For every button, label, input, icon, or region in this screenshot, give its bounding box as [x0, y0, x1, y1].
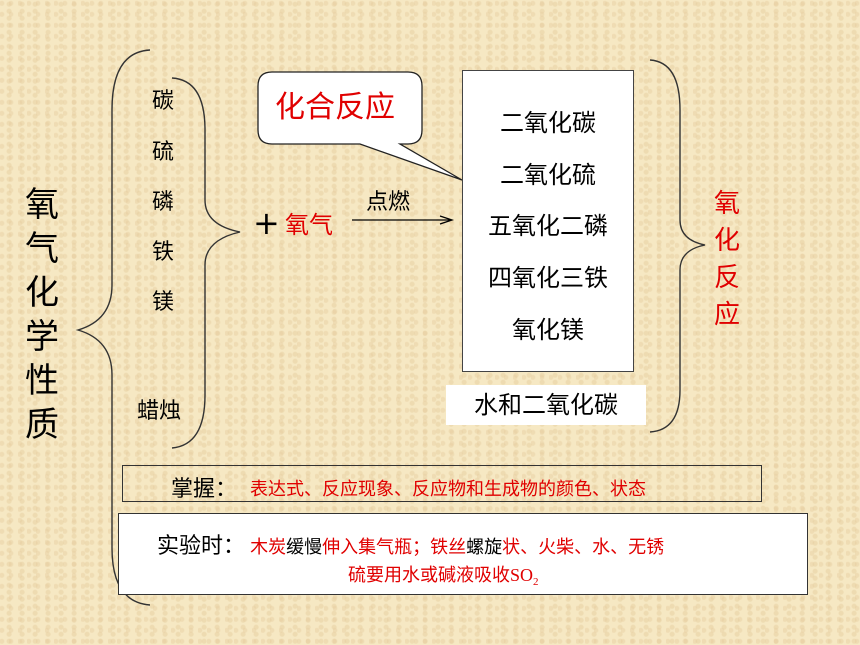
main-title-char: 气: [25, 229, 59, 269]
oxygen-label: 氧气: [285, 211, 333, 239]
master-label: 掌握：: [171, 477, 238, 502]
experiment-slowly: 缓慢: [286, 537, 323, 558]
plus-sign: +: [253, 204, 280, 242]
products-box: 二氧化碳 二氧化硫 五氧化二磷 四氧化三铁 氧化镁: [462, 70, 634, 372]
reaction-type-char: 氧: [713, 189, 740, 219]
product-phosphorus-pentoxide: 五氧化二磷: [488, 212, 608, 240]
main-title-char: 性: [25, 361, 59, 401]
product-ferroferric-oxide: 四氧化三铁: [488, 264, 608, 292]
reaction-type-char: 应: [713, 300, 740, 330]
main-title-char: 氧: [25, 185, 59, 225]
reaction-type-char: 化: [713, 226, 740, 256]
reactant-sulfur: 硫: [151, 140, 174, 165]
reaction-type-char: 反: [713, 263, 740, 293]
reactant-magnesium: 镁: [151, 290, 174, 315]
callout-bubble: [257, 71, 463, 181]
reactant-carbon: 碳: [151, 89, 174, 114]
experiment-sulfur-note: 硫要用水或碱液吸收: [348, 565, 510, 586]
main-title-char: 化: [25, 273, 59, 313]
condition-ignite: 点燃: [366, 190, 411, 215]
experiment-charcoal: 木炭: [250, 537, 287, 558]
product-magnesium-oxide: 氧化镁: [512, 316, 584, 344]
reaction-type: 氧 化 反 应: [712, 186, 742, 334]
experiment-line-2: 硫要用水或碱液吸收SO2: [348, 561, 539, 588]
reactant-phosphorus: 磷: [151, 190, 174, 215]
experiment-line-1: 实验时： 木炭缓慢伸入集气瓶；铁丝螺旋状、火柴、水、无锈: [157, 528, 664, 560]
main-title: 氧 气 化 学 性 质: [22, 183, 62, 447]
reactants-right-brace: [171, 77, 241, 449]
product-carbon-dioxide: 二氧化碳: [500, 109, 596, 137]
candle-products: 水和二氧化碳: [446, 385, 646, 425]
reactant-candle: 蜡烛: [137, 399, 182, 424]
callout-text: 化合反应: [275, 90, 395, 125]
experiment-subscript: 2: [533, 576, 539, 589]
main-title-char: 质: [25, 405, 59, 445]
experiment-so: SO: [510, 565, 534, 585]
arrow-head: [439, 215, 455, 225]
reactant-iron: 铁: [151, 240, 174, 265]
main-left-brace: [75, 49, 151, 606]
main-title-char: 学: [25, 317, 59, 357]
experiment-shape-match: 状、火柴、水、无锈: [502, 537, 665, 558]
experiment-box: 实验时： 木炭缓慢伸入集气瓶；铁丝螺旋状、火柴、水、无锈 硫要用水或碱液吸收SO…: [118, 513, 808, 595]
experiment-label: 实验时：: [157, 534, 246, 559]
product-sulfur-dioxide: 二氧化硫: [500, 161, 596, 189]
experiment-insert-iron: 伸入集气瓶；铁丝: [322, 537, 467, 558]
master-text: 表达式、反应现象、反应物和生成物的颜色、状态: [250, 479, 646, 500]
master-box: 掌握： 表达式、反应现象、反应物和生成物的颜色、状态: [122, 465, 762, 502]
products-right-brace: [649, 59, 706, 433]
experiment-spiral: 螺旋: [466, 537, 503, 558]
